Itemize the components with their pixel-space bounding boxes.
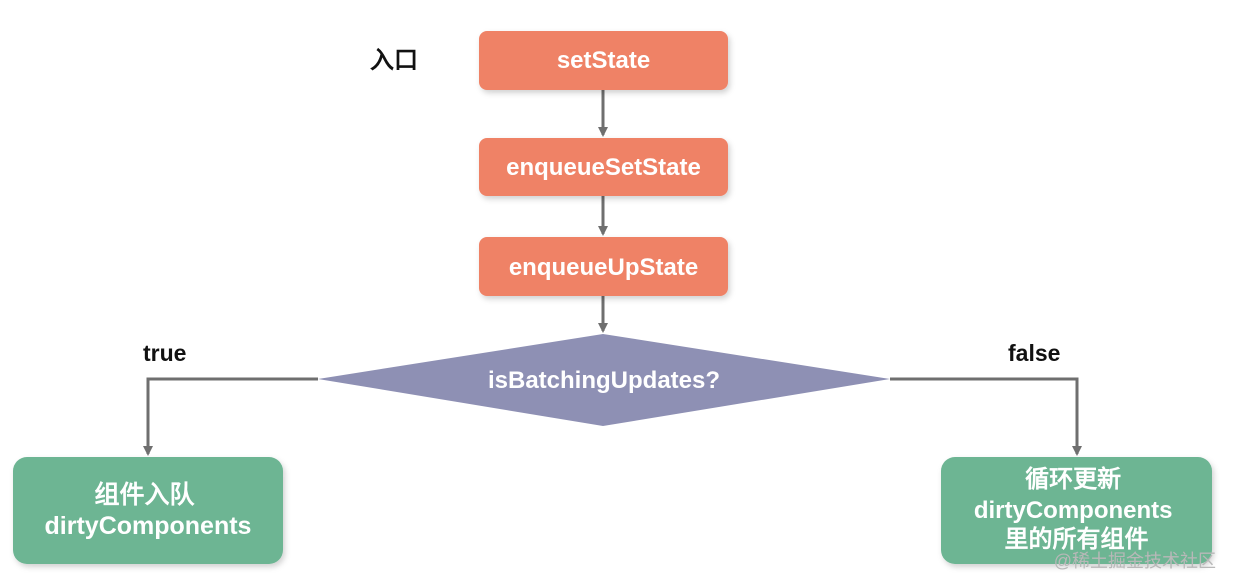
setstate-node: setState	[479, 31, 728, 90]
setstate-label: setState	[557, 47, 650, 74]
entry-label: 入口	[370, 47, 418, 74]
enqueueupstate-node: enqueueUpState	[479, 237, 728, 296]
enqueue-component-label: 组件入队 dirtyComponents	[45, 480, 252, 540]
enqueue-component-node: 组件入队 dirtyComponents	[13, 457, 283, 564]
enqueue-component-label-line-1: 组件入队	[95, 480, 196, 509]
update-all-components-label-line-3: 里的所有组件	[1005, 525, 1149, 553]
true-branch-label: true	[143, 340, 186, 366]
enqueuesetstate-label: enqueueSetState	[506, 154, 701, 181]
arrow-decision-to-false-branch	[890, 377, 1082, 456]
decision-label: isBatchingUpdates?	[488, 367, 720, 394]
update-all-components-label-line-1: 循环更新	[1025, 465, 1121, 493]
enqueue-component-label-line-2: dirtyComponents	[45, 512, 252, 540]
arrow-decision-to-true-branch	[143, 377, 318, 456]
false-branch-label: false	[1008, 340, 1060, 366]
enqueueupstate-label: enqueueUpState	[509, 254, 698, 281]
site-watermark: @稀土掘金技术社区	[1054, 551, 1216, 571]
update-all-components-node: 循环更新 dirtyComponents 里的所有组件	[941, 457, 1212, 564]
update-all-components-label-line-2: dirtyComponents	[974, 497, 1173, 524]
isbatchingupdates-decision: isBatchingUpdates?	[318, 334, 890, 426]
update-all-components-label: 循环更新 dirtyComponents 里的所有组件	[974, 465, 1179, 553]
enqueuesetstate-node: enqueueSetState	[479, 138, 728, 196]
